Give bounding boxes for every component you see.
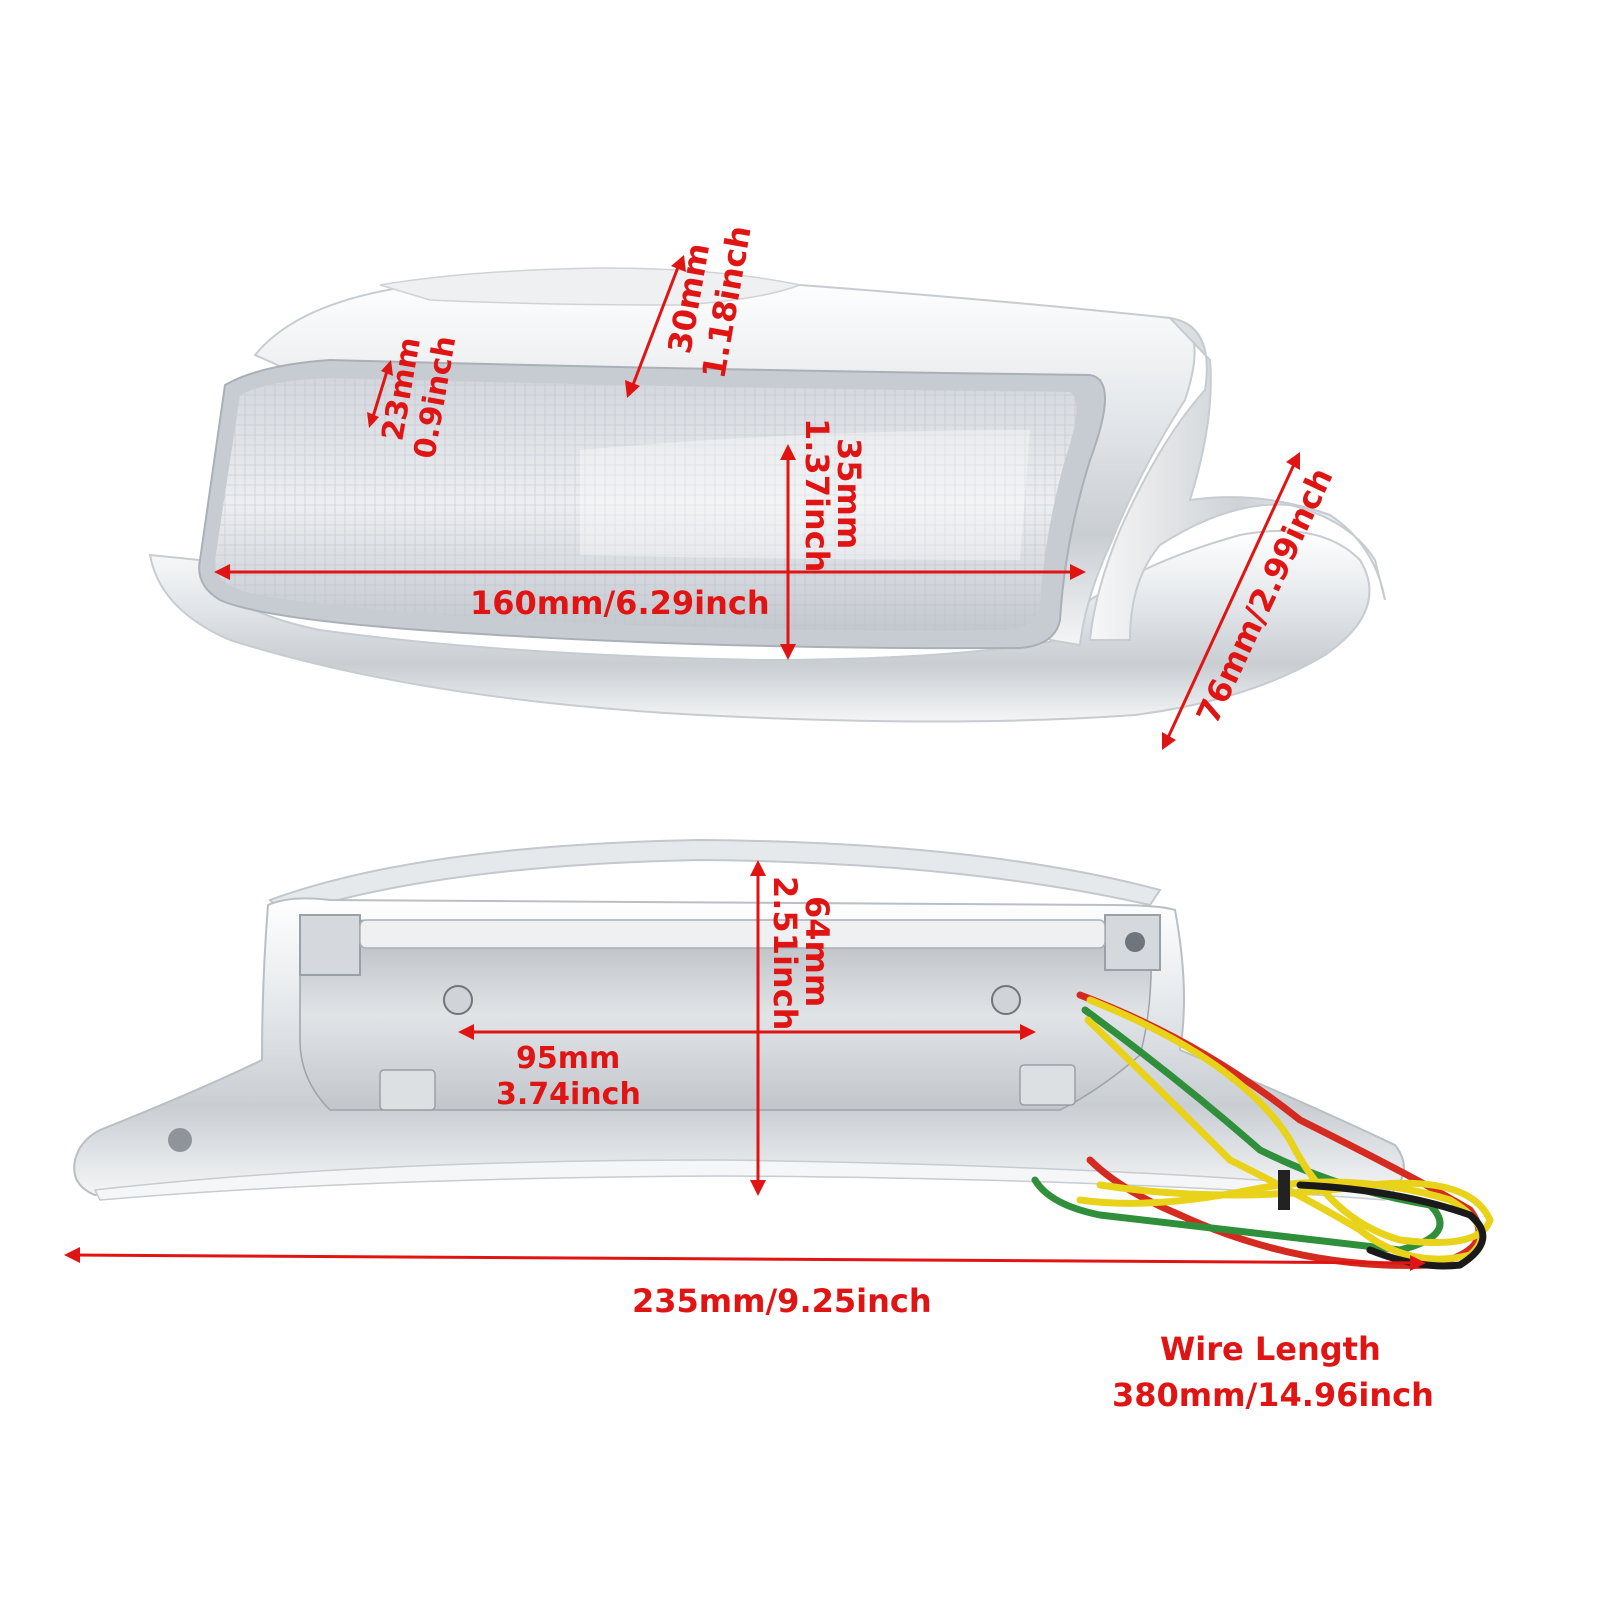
top-product-view [148, 267, 1386, 723]
wire-green [1031, 1006, 1444, 1254]
left-mount-stud [443, 985, 473, 1015]
dim-23-arrow [370, 367, 390, 421]
dim-235-label: 235mm/9.25inch [632, 1282, 932, 1320]
dim-64-inch: 2.51inch [766, 876, 804, 1030]
dim-64-mm: 64mm [798, 896, 836, 1007]
dim-76-arrow [1164, 459, 1298, 743]
wire-length-value: 380mm/14.96inch [1112, 1376, 1434, 1414]
top-chrome-rim [148, 529, 1371, 723]
top-chrome-flank [1088, 316, 1386, 641]
bottom-chrome-top-rim [268, 838, 1162, 917]
left-mount-tab [299, 914, 361, 976]
dim-35-inch: 1.37inch [798, 418, 836, 572]
dim-160-label: 160mm/6.29inch [470, 584, 770, 622]
bottom-inner-recess [299, 919, 1152, 1111]
dim-95-inch: 3.74inch [496, 1077, 641, 1112]
dim-35-mm: 35mm [830, 438, 868, 549]
wire-tie [1278, 1170, 1290, 1210]
dim-235-arrow [71, 1253, 1419, 1265]
dim-95-mm: 95mm [516, 1041, 620, 1076]
wire-length-title: Wire Length [1160, 1330, 1381, 1368]
right-mount-stud [991, 985, 1021, 1015]
dim-30-arrow [629, 261, 682, 391]
wire-bundle [1031, 991, 1494, 1270]
bottom-product-view [73, 838, 1405, 1201]
wire-yellow-2 [1086, 996, 1494, 1246]
